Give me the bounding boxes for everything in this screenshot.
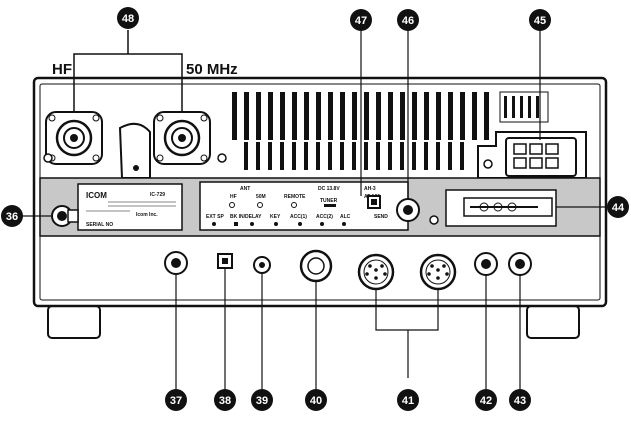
svg-text:44: 44 — [612, 202, 625, 214]
alc-label: ALC — [340, 214, 351, 220]
ant-hf-label: HF — [230, 194, 237, 200]
remote-label: REMOTE — [284, 194, 306, 200]
svg-text:36: 36 — [6, 211, 18, 223]
antenna-bracket — [118, 122, 151, 179]
acc2-label: ACC(2) — [316, 214, 333, 220]
jack-42 — [474, 252, 498, 276]
callout-44: 44 — [607, 196, 629, 218]
jack-40 — [299, 249, 333, 283]
jack-38 — [217, 253, 233, 269]
ant-label: ANT — [240, 186, 250, 192]
callout-45: 45 — [529, 9, 551, 31]
heatsink-right-fins — [504, 96, 539, 118]
dc-power-connector — [477, 131, 587, 179]
callout-39: 39 — [251, 389, 273, 411]
callout-46: 46 — [397, 9, 419, 31]
svg-text:39: 39 — [256, 395, 268, 407]
hf-label: HF — [52, 61, 72, 78]
ah3-label: AH-3 — [364, 186, 376, 192]
callout-40: 40 — [305, 389, 327, 411]
svg-text:37: 37 — [170, 395, 182, 407]
svg-text:43: 43 — [514, 395, 526, 407]
svg-text:42: 42 — [480, 395, 492, 407]
jack-39 — [253, 256, 271, 274]
din-socket-acc2 — [419, 253, 457, 291]
jack-37 — [164, 251, 188, 275]
callout-42: 42 — [475, 389, 497, 411]
right-foot — [526, 305, 580, 339]
svg-text:48: 48 — [122, 13, 134, 25]
nameplate: ICOM IC-729 Icom Inc. SERIAL NO — [77, 183, 183, 231]
heatsink-right-slots — [499, 91, 549, 123]
50mhz-label: 50 MHz — [186, 61, 238, 78]
hf-antenna-connector — [45, 111, 103, 165]
ext-sp-label: EXT SP — [206, 214, 224, 220]
ground-terminal — [51, 205, 79, 227]
maker-label: Icom Inc. — [136, 212, 158, 218]
model-label: IC-729 — [150, 192, 165, 198]
key-label: KEY — [270, 214, 281, 220]
jack-43 — [508, 252, 532, 276]
svg-text:45: 45 — [534, 15, 546, 27]
send-label: SEND — [374, 214, 388, 220]
rca-jack-46 — [396, 198, 420, 222]
fuse-holder — [445, 189, 557, 227]
din-socket-acc1 — [357, 253, 395, 291]
serial-label: SERIAL NO — [86, 222, 113, 228]
callout-38: 38 — [214, 389, 236, 411]
dc-label: DC 13.8V — [318, 186, 340, 192]
callout-43: 43 — [509, 389, 531, 411]
ant-50m-label: 50M — [256, 194, 266, 200]
callout-41: 41 — [397, 389, 419, 411]
brand-label: ICOM — [86, 191, 107, 200]
callout-48: 48 — [117, 7, 139, 29]
heatsink — [232, 92, 489, 170]
svg-text:40: 40 — [310, 395, 322, 407]
acc1-label: ACC(1) — [290, 214, 307, 220]
callout-36: 36 — [1, 205, 23, 227]
svg-text:47: 47 — [355, 15, 367, 27]
50mhz-antenna-connector — [153, 111, 211, 165]
callout-37: 37 — [165, 389, 187, 411]
bk-in-label: BK IN/DELAY — [230, 214, 262, 220]
svg-text:38: 38 — [219, 395, 231, 407]
left-foot — [47, 305, 101, 339]
svg-text:46: 46 — [402, 15, 414, 27]
callout-47: 47 — [350, 9, 372, 31]
tuner-label: TUNER — [320, 198, 338, 204]
svg-text:41: 41 — [402, 395, 414, 407]
